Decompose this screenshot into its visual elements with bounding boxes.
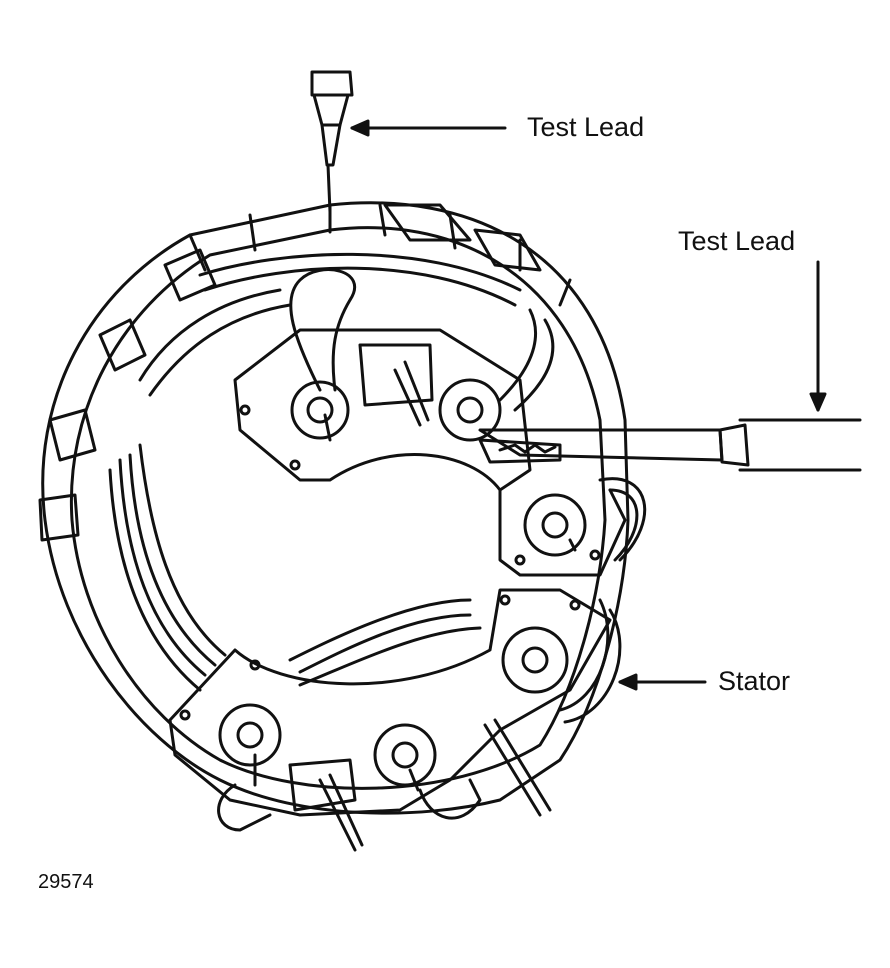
- stator-leads: [289, 268, 647, 724]
- test-lead-right-label: Test Lead: [678, 226, 796, 256]
- figure-number: 29574: [38, 871, 94, 893]
- diode-plate-upper: [233, 328, 627, 577]
- stator-pointer: [618, 673, 707, 691]
- stator-core: [38, 201, 630, 815]
- diode-plate-lower: [168, 588, 612, 852]
- test-lead-top-probe: [310, 70, 507, 214]
- test-lead-right-clip: [478, 260, 862, 472]
- stator-label: Stator: [718, 666, 791, 696]
- test-lead-top-label: Test Lead: [527, 112, 645, 142]
